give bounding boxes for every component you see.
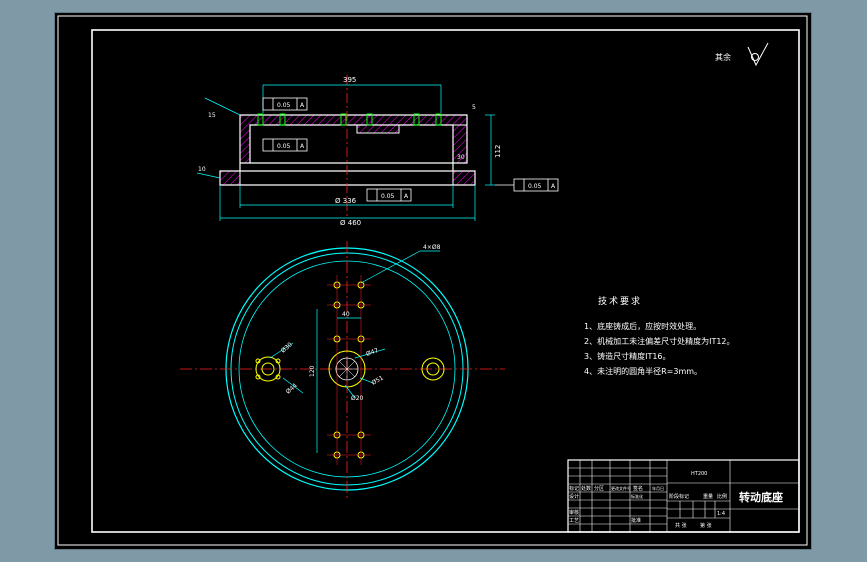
dim-height: 112	[494, 145, 502, 158]
roughness-symbol-icon	[747, 42, 769, 67]
dim-holes-note: 4×Ø8	[423, 244, 441, 251]
svg-text:A: A	[404, 193, 409, 200]
outer-frame	[57, 15, 808, 546]
drawing-canvas: 其余	[57, 15, 808, 546]
note-item: 4、未注明的圆角半径R=3mm。	[584, 366, 702, 376]
dim-dia-47: Ø47	[365, 347, 379, 358]
inner-frame	[91, 29, 800, 533]
technical-notes: 技术要求 1、底座铸成后，应按时效处理。 2、机械加工未注偏差尺寸处精度为IT1…	[584, 295, 735, 376]
section-view: 395 112 Ø 336 Ø 460 5 15 30 10 0.05 A 0.…	[196, 75, 559, 227]
svg-text:0.05: 0.05	[277, 143, 291, 150]
bottom-holes	[333, 431, 365, 459]
svg-text:0.05: 0.05	[277, 102, 291, 109]
roughness-note: 其余	[715, 42, 769, 67]
notes-heading: 技术要求	[598, 295, 642, 307]
gtol-top: 0.05 A	[262, 97, 308, 111]
title-block: HT200 转动底座 阶段标记 重量 比例 1:4 共 张 第 张 标记 处数 …	[567, 459, 800, 533]
svg-text:A: A	[300, 143, 305, 150]
label-approve: 批准	[631, 517, 641, 524]
gtol-right: 0.05 A	[495, 178, 559, 192]
label-change-doc: 更改文件号	[611, 485, 631, 491]
label-mark: 标记	[569, 485, 579, 492]
section-outline	[219, 114, 476, 186]
label-process: 工艺	[569, 518, 579, 524]
svg-text:A: A	[300, 102, 305, 109]
svg-text:0.05: 0.05	[528, 183, 542, 190]
label-stage: 阶段标记	[669, 493, 689, 500]
part-name: 转动底座	[739, 490, 783, 504]
section-dimensions	[196, 84, 495, 221]
dim-dia-30: Ø30	[280, 341, 294, 354]
dim-outer-dia: Ø 460	[340, 219, 361, 227]
plan-dimensions	[269, 250, 440, 453]
dim-dia-44: Ø44	[285, 382, 299, 395]
right-hole	[421, 357, 445, 381]
label-ratio: 比例	[717, 493, 727, 500]
hub-outer	[328, 350, 366, 388]
label-count: 处数	[581, 485, 591, 492]
label-sheets-total: 共 张	[675, 522, 687, 529]
dim-30: 30	[457, 154, 465, 161]
hole-crosslines	[327, 275, 371, 465]
roughness-note-text: 其余	[715, 52, 731, 62]
material-cell: HT200	[691, 471, 707, 477]
plan-view: 4×Ø8 40 120 Ø30 Ø44 Ø47 Ø51 Ø20	[180, 241, 505, 498]
note-item: 1、底座铸成后，应按时效处理。	[584, 321, 701, 331]
label-zone: 分区	[594, 485, 604, 492]
hub-spokes	[336, 358, 358, 380]
label-sign: 签名	[633, 485, 643, 492]
label-sheet-no: 第 张	[700, 522, 712, 529]
gtol-mid: 0.05 A	[262, 138, 308, 152]
dim-inner-dia: Ø 336	[335, 197, 357, 205]
dim-dia-hub: Ø20	[351, 395, 364, 402]
dim-120: 120	[309, 365, 316, 377]
cad-viewport[interactable]: 其余	[55, 13, 811, 549]
note-item: 3、铸造尺寸精度IT16。	[584, 351, 671, 361]
label-designer: 设计	[569, 493, 579, 500]
dim-dia-51: Ø51	[371, 374, 385, 386]
dim-top-width: 395	[343, 76, 356, 84]
dim-10: 10	[198, 166, 206, 173]
gtol-inner: 0.05 A	[366, 188, 412, 202]
svg-text:A: A	[551, 183, 556, 190]
label-check: 审核	[569, 509, 579, 516]
note-item: 2、机械加工未注偏差尺寸处精度为IT12。	[584, 336, 735, 346]
label-date: 年月日	[652, 485, 664, 491]
label-standardize: 标准化	[631, 493, 643, 499]
dim-40: 40	[342, 311, 350, 318]
top-slots	[257, 113, 442, 126]
scale-value: 1:4	[717, 511, 725, 517]
svg-text:0.05: 0.05	[381, 193, 395, 200]
dim-15: 15	[208, 112, 216, 119]
left-hole-group	[255, 356, 281, 382]
dim-r-top: 5	[472, 104, 476, 111]
label-weight: 重量	[703, 493, 713, 500]
